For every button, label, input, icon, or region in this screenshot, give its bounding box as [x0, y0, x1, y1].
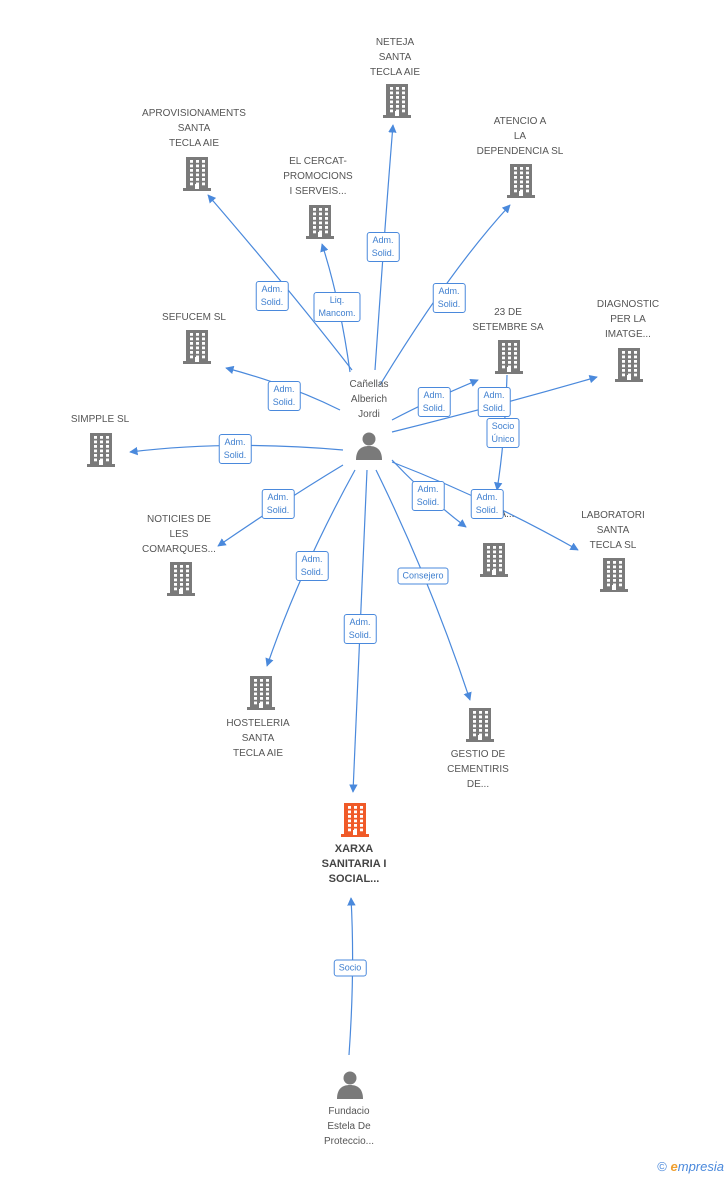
node-label[interactable]: ATENCIO A LA DEPENDENCIA SL — [476, 116, 564, 157]
node-label[interactable]: NETEJA SANTA TECLA AIE — [369, 37, 421, 78]
edge-label[interactable]: Socio Único — [486, 418, 520, 448]
building-icon[interactable] — [382, 84, 412, 123]
edge-label[interactable]: Adm. Solid. — [366, 232, 400, 262]
brand-name: mpresia — [677, 1159, 724, 1174]
edge-label[interactable]: Adm. Solid. — [267, 381, 301, 411]
building-icon[interactable] — [614, 348, 644, 387]
building-icon[interactable] — [305, 205, 335, 244]
center-node-label[interactable]: Cañellas Alberich Jordi — [349, 379, 389, 420]
node-label[interactable]: GESTIO DE CEMENTIRIS DE... — [447, 749, 509, 790]
edge-label[interactable]: Adm. Solid. — [343, 614, 377, 644]
node-label[interactable]: APROVISIONAMENTS SANTA TECLA AIE — [142, 108, 246, 149]
node-label[interactable]: DIAGNOSTIC PER LA IMATGE... — [596, 299, 660, 340]
edge-label[interactable]: Liq. Mancom. — [313, 292, 361, 322]
node-label[interactable]: SEFUCEM SL — [162, 312, 226, 323]
node-label[interactable]: SIMPPLE SL — [70, 414, 130, 425]
relationship-edge — [374, 124, 397, 371]
node-label[interactable]: NOTICIES DE LES COMARQUES... — [142, 514, 216, 555]
building-icon[interactable] — [340, 803, 370, 842]
edge-label[interactable]: Socio — [333, 959, 367, 977]
node-label[interactable]: LABORATORI SANTA TECLA SL — [581, 510, 645, 551]
edge-label[interactable]: Consejero — [397, 567, 449, 585]
node-label[interactable]: 23 DE SETEMBRE SA — [472, 307, 544, 333]
edge-label[interactable]: Adm. Solid. — [218, 434, 252, 464]
person-icon[interactable] — [335, 1070, 365, 1105]
edge-label[interactable]: Adm. Solid. — [411, 481, 445, 511]
building-icon[interactable] — [479, 543, 509, 582]
building-icon[interactable] — [86, 433, 116, 472]
node-label[interactable]: Fundacio Estela De Proteccio... — [323, 1106, 375, 1147]
edges-layer — [129, 124, 598, 1056]
relationship-edge — [347, 897, 356, 1056]
building-icon[interactable] — [246, 676, 276, 715]
node-label[interactable]: XARXA SANITARIA I SOCIAL... — [321, 843, 387, 885]
node-label[interactable]: HOSTELERIA SANTA TECLA AIE — [226, 718, 290, 759]
building-icon[interactable] — [506, 164, 536, 203]
building-icon[interactable] — [465, 708, 495, 747]
edge-label[interactable]: Adm. Solid. — [255, 281, 289, 311]
edge-label[interactable]: Adm. Solid. — [261, 489, 295, 519]
relationship-edge — [379, 204, 511, 386]
building-icon[interactable] — [166, 562, 196, 601]
edge-label[interactable]: Adm. Solid. — [417, 387, 451, 417]
building-icon[interactable] — [494, 340, 524, 379]
copyright-symbol: © — [657, 1159, 667, 1174]
brand-logo-initial: e — [670, 1159, 678, 1174]
edge-label[interactable]: Adm. Solid. — [432, 283, 466, 313]
building-icon[interactable] — [182, 157, 212, 196]
edge-label[interactable]: Adm. Solid. — [295, 551, 329, 581]
footer-brand[interactable]: © empresia — [657, 1159, 724, 1174]
building-icon[interactable] — [599, 558, 629, 597]
building-icon[interactable] — [182, 330, 212, 369]
person-icon[interactable] — [354, 431, 384, 466]
edge-label[interactable]: Adm. Solid. — [470, 489, 504, 519]
node-label[interactable]: EL CERCAT- PROMOCIONS I SERVEIS... — [283, 156, 353, 197]
edge-label[interactable]: Adm. Solid. — [477, 387, 511, 417]
